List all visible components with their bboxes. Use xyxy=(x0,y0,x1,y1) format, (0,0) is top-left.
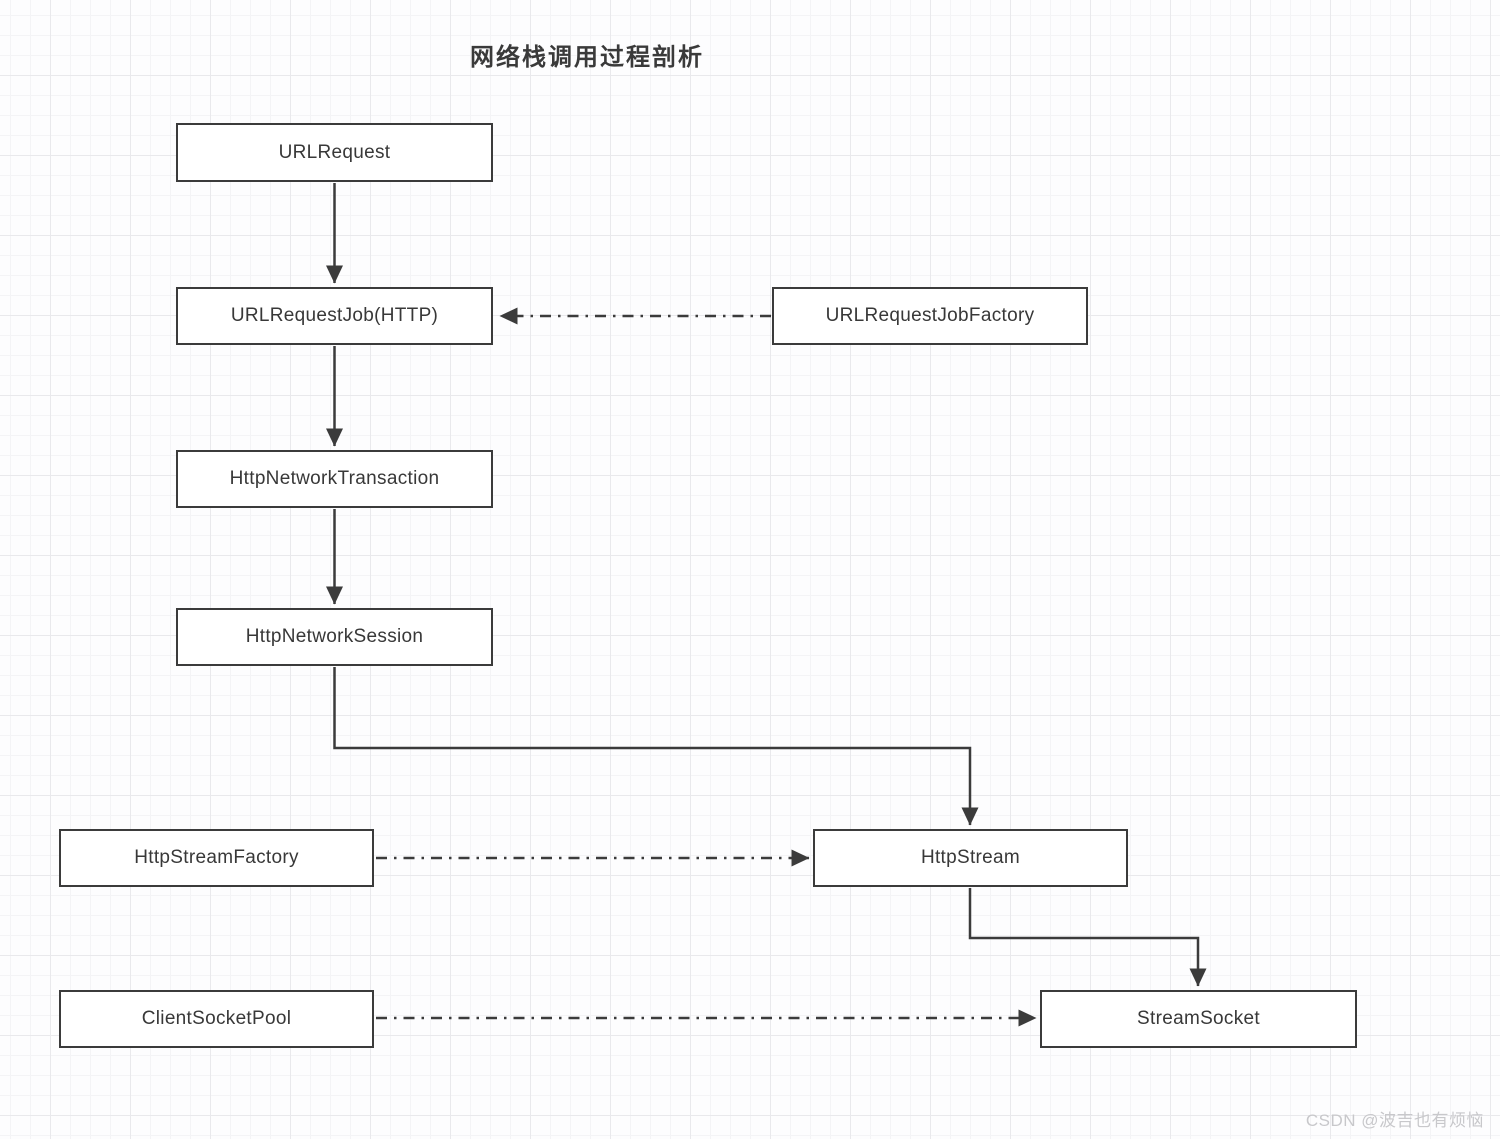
node-clientsocketpool: ClientSocketPool xyxy=(59,990,374,1048)
node-httpnetworktransaction: HttpNetworkTransaction xyxy=(176,450,493,508)
node-httpnetworksession: HttpNetworkSession xyxy=(176,608,493,666)
diagram-title: 网络栈调用过程剖析 xyxy=(470,44,704,71)
csdn-watermark: CSDN @波吉也有烦恼 xyxy=(1305,1111,1484,1130)
node-httpstream: HttpStream xyxy=(813,829,1128,887)
node-urlrequestjobfactory: URLRequestJobFactory xyxy=(772,287,1088,345)
connector-httpstream-to-streamsocket xyxy=(968,888,1207,987)
node-httpstreamfactory: HttpStreamFactory xyxy=(59,829,374,887)
node-urlrequest: URLRequest xyxy=(176,123,493,182)
node-urlrequestjob-http: URLRequestJob(HTTP) xyxy=(176,287,493,345)
connector-httpnetworksession-to-httpstream xyxy=(333,667,979,826)
node-streamsocket: StreamSocket xyxy=(1040,990,1357,1048)
